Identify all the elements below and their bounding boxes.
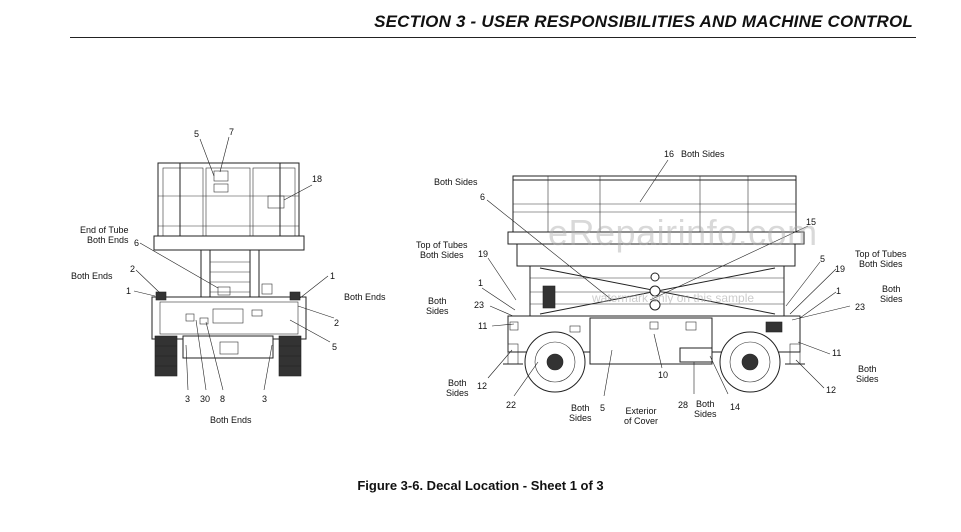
callout-5-lower: 5: [332, 342, 338, 352]
callout-both-sides-5: Both Sides: [569, 403, 592, 423]
callout-both-sides-1-right: Both Sides: [880, 284, 903, 304]
callout-2-left: 2: [130, 264, 136, 274]
callout-30: 30: [200, 394, 211, 404]
callout-top-of-tubes-left: Top of Tubes Both Sides: [416, 240, 468, 260]
callout-both-sides-6: Both Sides: [434, 177, 478, 187]
callout-both-sides-11-right: Both Sides: [856, 364, 879, 384]
callout-12-right: 12: [826, 385, 837, 395]
callout-5-right: 5: [820, 254, 826, 264]
callout-1-side-left: 1: [478, 278, 484, 288]
watermark-text: eRepairinfo.com: [548, 212, 818, 253]
callout-5-top: 5: [194, 129, 200, 139]
callout-28: 28: [678, 400, 689, 410]
callout-11-right: 11: [832, 348, 842, 358]
callout-7: 7: [229, 127, 235, 137]
callout-1-side-right: 1: [836, 286, 842, 296]
callout-15: 15: [806, 217, 817, 227]
callout-10: 10: [658, 370, 669, 380]
callout-both-ends-left: Both Ends: [71, 271, 113, 281]
callout-1-left: 1: [126, 286, 132, 296]
callout-23-right: 23: [855, 302, 866, 312]
figure-caption: Figure 3-6. Decal Location - Sheet 1 of …: [357, 478, 604, 493]
callout-3-right: 3: [262, 394, 268, 404]
end-view-drawing: [133, 136, 335, 391]
side-view-drawing: [481, 159, 851, 397]
callout-1-right: 1: [330, 271, 336, 281]
section-title: SECTION 3 - USER RESPONSIBILITIES AND MA…: [374, 12, 913, 31]
callout-23-left: 23: [474, 300, 485, 310]
callout-6-left: 6: [134, 238, 140, 248]
callout-2-right: 2: [334, 318, 340, 328]
callout-exterior-of-cover: Exterior of Cover: [624, 406, 659, 426]
callout-19-right: 19: [835, 264, 846, 274]
callout-both-ends-bottom: Both Ends: [210, 415, 252, 425]
callout-both-sides-left: Both Sides: [426, 296, 449, 316]
callout-8: 8: [220, 394, 226, 404]
callout-both-sides-14: Both Sides: [694, 399, 717, 419]
callout-both-ends-right: Both Ends: [344, 292, 386, 302]
callout-16: 16: [664, 149, 675, 159]
callout-14: 14: [730, 402, 741, 412]
callout-both-sides-16: Both Sides: [681, 149, 725, 159]
callout-both-sides-12-left: Both Sides: [446, 378, 469, 398]
callout-12-left: 12: [477, 381, 488, 391]
callout-top-of-tubes-right: Top of Tubes Both Sides: [855, 249, 907, 269]
watermark-subtext: watermark only on this sample: [592, 291, 755, 305]
callout-end-of-tube: End of Tube Both Ends: [80, 225, 129, 245]
callout-19-left: 19: [478, 249, 489, 259]
header-rule: [70, 37, 916, 38]
callout-18: 18: [312, 174, 323, 184]
callout-3-left: 3: [185, 394, 191, 404]
callout-22: 22: [506, 400, 517, 410]
callout-11-left: 11: [478, 321, 488, 331]
callout-6-right: 6: [480, 192, 486, 202]
callout-5-bottom: 5: [600, 403, 606, 413]
